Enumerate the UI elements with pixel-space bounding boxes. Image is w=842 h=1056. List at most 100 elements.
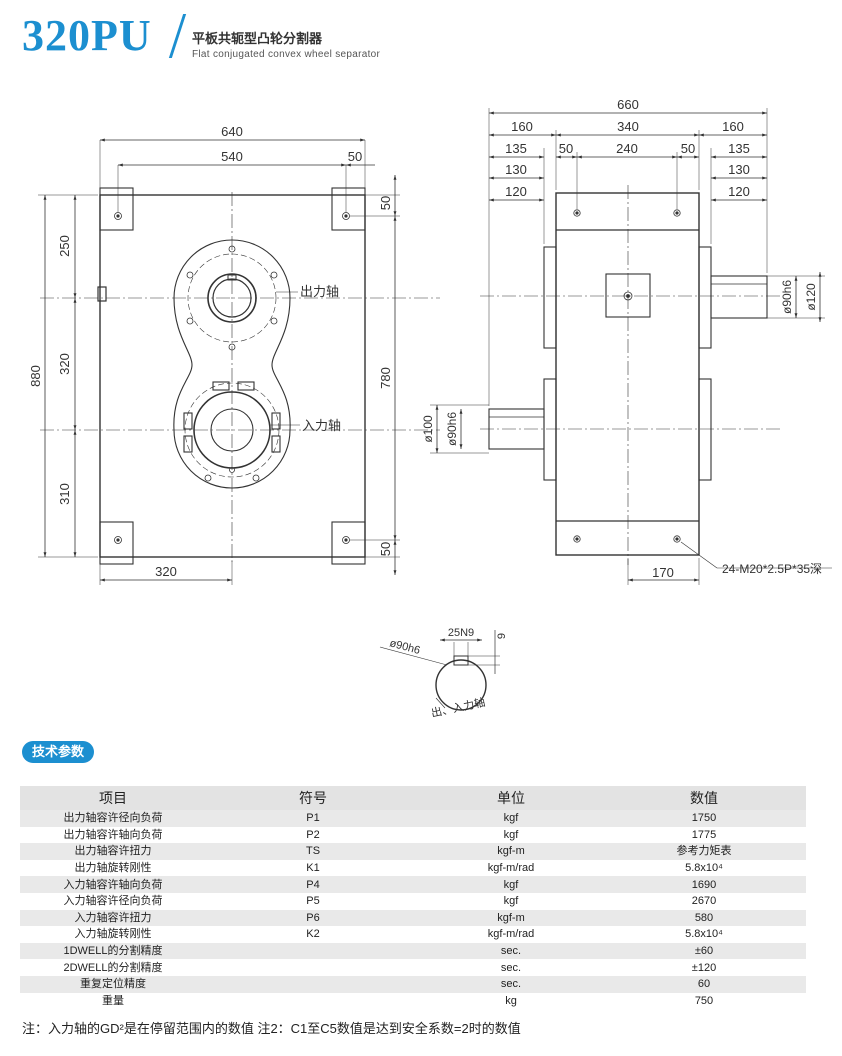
dim-front-input-offset: 320 (155, 564, 177, 579)
label-input-shaft: 入力轴 (302, 418, 341, 433)
footnote: 注：入力轴的GD²是在停留范围内的数值 注2：C1至C5数值是达到安全系数=2时… (22, 1021, 521, 1036)
cell-symbol: P4 (206, 876, 420, 893)
cell-unit: sec. (420, 975, 602, 993)
header-item: 项目 (20, 786, 206, 810)
cell-unit: kgf (420, 810, 602, 827)
header-unit: 单位 (420, 786, 602, 810)
cell-item: 出力轴容许径向负荷 (20, 810, 206, 827)
dim-front-hole-pitch: 540 (221, 149, 243, 164)
cell-symbol: K1 (206, 859, 420, 877)
cell-unit: kgf-m (420, 909, 602, 927)
detail-key-depth: 9 (496, 633, 508, 639)
label-output-shaft: 出力轴 (300, 284, 339, 299)
cell-unit: kgf-m (420, 843, 602, 860)
dim-side-right-ext: 160 (722, 119, 744, 134)
cell-item: 入力轴容许轴向负荷 (20, 876, 206, 893)
dim-front-upper: 250 (57, 235, 72, 257)
specs-header-row: 项目 符号 单位 数值 (20, 786, 806, 810)
detail-key-width: 25N9 (448, 627, 474, 639)
cell-value: 2670 (602, 892, 806, 910)
cell-value: 参考力矩表 (602, 843, 806, 860)
cell-value: ±120 (602, 959, 806, 976)
cell-unit: kgf-m/rad (420, 926, 602, 943)
cell-symbol (206, 942, 420, 960)
title-english: Flat conjugated convex wheel separator (192, 49, 381, 60)
cell-item: 出力轴容许扭力 (20, 843, 206, 860)
dim-side-bottom: 170 (652, 565, 674, 580)
dim-front-width: 640 (221, 124, 243, 139)
cell-symbol: K2 (206, 926, 420, 943)
dim-front-hole-bottom: 50 (378, 542, 393, 556)
front-view (38, 138, 440, 585)
cell-value: 1750 (602, 810, 806, 827)
cell-symbol: P2 (206, 826, 420, 844)
dim-front-hole-height: 780 (378, 367, 393, 389)
dim-side-50-right: 50 (681, 141, 695, 156)
dim-side-input-flange-dia: ø100 (421, 415, 435, 443)
cell-symbol (206, 959, 420, 976)
cell-value: 5.8x10⁴ (602, 859, 806, 877)
cell-value: 750 (602, 992, 806, 1010)
model-title: 320PU (22, 11, 152, 60)
dim-side-output-flange-dia: ø120 (804, 283, 818, 311)
cell-item: 重量 (20, 992, 206, 1010)
dim-side-130-left: 130 (505, 162, 527, 177)
cell-value: 60 (602, 975, 806, 993)
dim-front-middle: 320 (57, 353, 72, 375)
dim-side-120-right: 120 (728, 184, 750, 199)
cell-unit: kgf (420, 826, 602, 844)
dim-side-130-right: 130 (728, 162, 750, 177)
dim-side-width: 660 (617, 97, 639, 112)
cell-item: 入力轴容许扭力 (20, 909, 206, 927)
cell-value: ±60 (602, 942, 806, 960)
dim-side-output-shaft-dia: ø90h6 (780, 280, 794, 314)
detail-diameter: ø90h6 (388, 637, 421, 657)
cell-item: 出力轴旋转刚性 (20, 859, 206, 877)
cell-symbol: P5 (206, 892, 420, 910)
cell-value: 1690 (602, 876, 806, 893)
cell-symbol (206, 992, 420, 1010)
detail-shaft-label: 出、入力轴 (430, 695, 487, 720)
dim-side-body: 340 (617, 119, 639, 134)
shaft-detail (379, 630, 500, 711)
cell-value: 1775 (602, 826, 806, 844)
cell-item: 入力轴容许径向负荷 (20, 892, 206, 910)
cell-unit: sec. (420, 942, 602, 960)
technical-drawing: 640 540 50 880 250 320 310 50 780 50 320… (28, 97, 832, 720)
cell-unit: sec. (420, 959, 602, 976)
label-tap-holes: 24-M20*2.5P*35深 (722, 562, 822, 576)
dim-side-120-left: 120 (505, 184, 527, 199)
cell-symbol: TS (206, 843, 420, 860)
dim-front-lower: 310 (57, 483, 72, 505)
title-chinese: 平板共轭型凸轮分割器 (192, 31, 323, 46)
cell-value: 5.8x10⁴ (602, 926, 806, 943)
cell-unit: kgf (420, 892, 602, 910)
dim-front-height: 880 (28, 365, 43, 387)
dim-front-offset-top: 50 (348, 149, 362, 164)
cell-value: 580 (602, 909, 806, 927)
cell-unit: kgf-m/rad (420, 859, 602, 877)
cell-symbol: P6 (206, 909, 420, 927)
dim-side-left-ext: 160 (511, 119, 533, 134)
cell-symbol: P1 (206, 810, 420, 827)
dim-front-hole-top: 50 (378, 196, 393, 210)
header-value: 数值 (602, 786, 806, 810)
dim-side-240: 240 (616, 141, 638, 156)
dim-side-135-left: 135 (505, 141, 527, 156)
header-symbol: 符号 (206, 786, 420, 810)
cell-item: 入力轴旋转刚性 (20, 926, 206, 943)
dim-side-135-right: 135 (728, 141, 750, 156)
